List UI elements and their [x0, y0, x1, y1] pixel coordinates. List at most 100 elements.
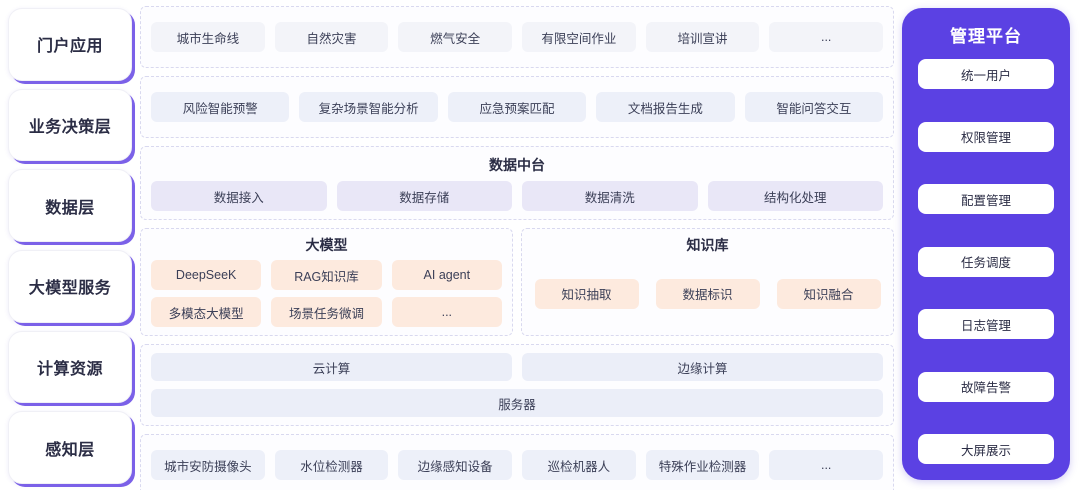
chip-label: 水位检测器: [300, 459, 363, 474]
panel-item-permission[interactable]: 权限管理: [918, 121, 1054, 152]
chip-label: 服务器: [498, 397, 536, 412]
chip-label: 数据标识: [682, 288, 733, 302]
chip-data[interactable]: 结构化处理: [707, 181, 883, 211]
chip-label: ...: [820, 458, 832, 472]
chip-portal[interactable]: 有限空间作业: [522, 22, 636, 52]
chip-sensor[interactable]: 边缘感知设备: [398, 450, 513, 480]
chip-kb[interactable]: 知识融合: [776, 278, 881, 309]
band-title-data: 数据中台: [489, 157, 545, 173]
layer-rail: 门户应用 业务决策层 数据层 大模型服务 计算资源 感知层: [8, 6, 132, 485]
chip-label: 复杂场景智能分析: [318, 101, 419, 116]
panel-list: 统一用户 权限管理 配置管理 任务调度 日志管理 故障告警 大屏展示: [918, 59, 1054, 464]
panel-item-big-screen[interactable]: 大屏展示: [918, 434, 1054, 464]
chip-business[interactable]: 风险智能预警: [151, 92, 290, 122]
chip-portal[interactable]: 城市生命线: [151, 22, 265, 52]
chip-label: 多模态大模型: [168, 306, 244, 321]
chip-portal[interactable]: 燃气安全: [398, 22, 513, 52]
chip-label: 知识融合: [803, 288, 854, 302]
chip-label: DeepSeeK: [175, 268, 237, 282]
chip-sensor[interactable]: 特殊作业检测器: [645, 450, 760, 480]
chip-data[interactable]: 数据存储: [336, 181, 512, 211]
chip-row: 风险智能预警 复杂场景智能分析 应急预案匹配 文档报告生成 智能问答交互: [151, 92, 884, 122]
panel-item-label: 故障告警: [960, 381, 1011, 395]
chip-business[interactable]: 智能问答交互: [744, 92, 884, 122]
rail-item-llm-service[interactable]: 大模型服务: [8, 250, 132, 323]
chip-business[interactable]: 应急预案匹配: [447, 92, 587, 122]
chip-portal[interactable]: 自然灾害: [274, 22, 389, 52]
chip-row: 云计算 边缘计算: [151, 353, 883, 381]
panel-item-label: 配置管理: [960, 193, 1011, 208]
chip-label: 有限空间作业: [541, 31, 617, 46]
chip-row: 多模态大模型 场景任务微调 ...: [151, 297, 502, 327]
chip-label: 智能问答交互: [776, 101, 852, 116]
chip-label: 城市生命线: [176, 31, 240, 46]
chip-row: DeepSeeK RAG知识库 AI agent: [151, 260, 502, 290]
rail-item-label: 计算资源: [36, 361, 103, 379]
band-llm-service: 大模型 DeepSeeK RAG知识库 AI agent 多模态大模型 场景任务…: [140, 228, 894, 336]
rail-item-portal[interactable]: 门户应用: [8, 8, 132, 81]
rail-item-label: 大模型服务: [28, 280, 112, 298]
band-business: 风险智能预警 复杂场景智能分析 应急预案匹配 文档报告生成 智能问答交互: [140, 76, 894, 138]
chip-llm[interactable]: AI agent: [391, 260, 502, 290]
chip-label: 自然灾害: [306, 31, 357, 46]
panel-item-configuration[interactable]: 配置管理: [918, 184, 1054, 214]
rail-item-data[interactable]: 数据层: [8, 169, 132, 243]
panel-item-fault-alarm[interactable]: 故障告警: [918, 371, 1054, 402]
chip-data[interactable]: 数据接入: [151, 181, 327, 211]
chip-row: 知识抽取 数据标识 知识融合: [532, 278, 883, 309]
chip-sensor[interactable]: 水位检测器: [274, 450, 389, 480]
chip-label: ...: [441, 305, 453, 319]
chip-portal[interactable]: 培训宣讲: [645, 22, 760, 52]
chip-label: 风险智能预警: [182, 101, 258, 116]
band-sensing: 城市安防摄像头 水位检测器 边缘感知设备 巡检机器人 特殊作业检测器 ...: [140, 434, 894, 490]
chip-llm[interactable]: RAG知识库: [271, 260, 382, 290]
chip-llm-more[interactable]: ...: [391, 297, 502, 327]
panel-item-task-scheduling[interactable]: 任务调度: [918, 246, 1054, 277]
chip-label: 边缘计算: [677, 361, 728, 376]
panel-item-unified-user[interactable]: 统一用户: [918, 59, 1054, 89]
chip-row: 城市安防摄像头 水位检测器 边缘感知设备 巡检机器人 特殊作业检测器 ...: [151, 450, 884, 480]
management-platform-panel: 管理平台 统一用户 权限管理 配置管理 任务调度 日志管理 故障告警 大屏展示: [902, 8, 1070, 480]
chip-label: ...: [820, 30, 832, 44]
chip-row: 服务器: [151, 389, 883, 417]
chip-label: 巡检机器人: [547, 459, 611, 474]
chip-business[interactable]: 复杂场景智能分析: [299, 92, 438, 122]
chip-server[interactable]: 服务器: [151, 389, 883, 417]
chip-label: 燃气安全: [430, 31, 481, 46]
rail-item-compute[interactable]: 计算资源: [8, 330, 132, 404]
panel-item-log[interactable]: 日志管理: [918, 309, 1054, 339]
chip-llm[interactable]: 多模态大模型: [151, 297, 262, 327]
band-compute: 云计算 边缘计算 服务器: [140, 344, 894, 426]
band-data: 数据中台 数据接入 数据存储 数据清洗 结构化处理: [140, 146, 894, 220]
chip-sensor-more[interactable]: ...: [769, 450, 884, 480]
rail-item-label: 感知层: [45, 441, 95, 459]
chip-label: 云计算: [312, 361, 351, 376]
rail-item-business[interactable]: 业务决策层: [8, 88, 132, 162]
panel-title: 管理平台: [950, 27, 1022, 46]
chip-business[interactable]: 文档报告生成: [596, 92, 735, 122]
chip-label: 边缘感知设备: [417, 459, 493, 474]
panel-item-label: 日志管理: [960, 318, 1011, 333]
chip-llm[interactable]: 场景任务微调: [271, 297, 382, 327]
chip-label: RAG知识库: [294, 269, 359, 284]
rail-item-sensing[interactable]: 感知层: [8, 411, 132, 485]
chip-label: 应急预案匹配: [479, 101, 555, 116]
chip-sensor[interactable]: 巡检机器人: [522, 450, 636, 480]
rail-item-label: 数据层: [45, 199, 95, 217]
chip-row: 数据接入 数据存储 数据清洗 结构化处理: [151, 181, 883, 211]
panel-item-label: 统一用户: [960, 68, 1011, 83]
chip-portal-more[interactable]: ...: [769, 22, 884, 52]
chip-llm[interactable]: DeepSeeK: [151, 260, 262, 290]
chip-kb[interactable]: 知识抽取: [534, 278, 639, 309]
chip-data[interactable]: 数据清洗: [522, 181, 698, 211]
layer-stack: 城市生命线 自然灾害 燃气安全 有限空间作业 培训宣讲 ... 风险智能预警 复…: [140, 6, 894, 490]
chip-compute[interactable]: 边缘计算: [522, 353, 883, 381]
chip-compute[interactable]: 云计算: [151, 353, 512, 381]
band-llm: 大模型 DeepSeeK RAG知识库 AI agent 多模态大模型 场景任务…: [140, 228, 513, 336]
chip-sensor[interactable]: 城市安防摄像头: [151, 450, 265, 480]
chip-label: 特殊作业检测器: [658, 459, 747, 474]
chip-label: 场景任务微调: [288, 306, 364, 321]
chip-kb[interactable]: 数据标识: [655, 278, 760, 309]
chip-label: 数据存储: [399, 190, 450, 205]
